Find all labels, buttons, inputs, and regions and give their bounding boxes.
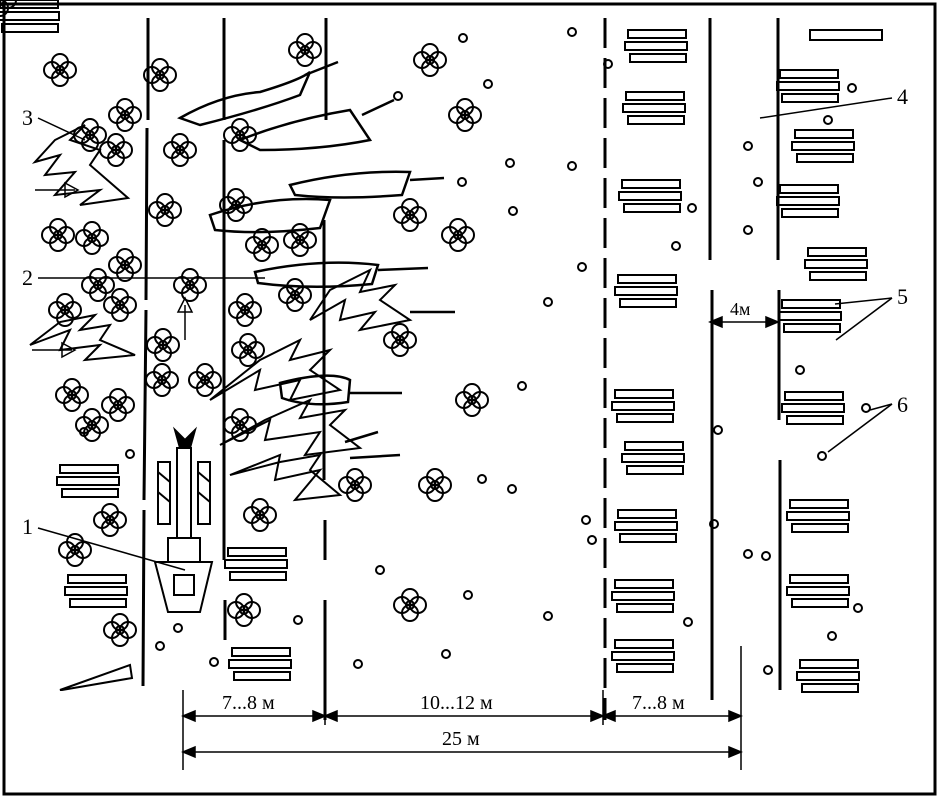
callout-2: 2 — [22, 265, 33, 290]
callout-5: 5 — [897, 284, 908, 309]
callout-leaders — [32, 97, 893, 571]
dim-gap: 4м — [730, 299, 750, 319]
callout-4: 4 — [897, 84, 908, 109]
stumps — [79, 27, 871, 675]
forest-crowns — [0, 0, 489, 647]
dim-right-strip: 7...8 м — [632, 692, 685, 714]
dim-total: 25 м — [442, 728, 480, 750]
dimension-lines — [181, 315, 780, 770]
dim-left-strip: 7...8 м — [222, 692, 275, 714]
felled-trees — [177, 60, 455, 460]
callout-3: 3 — [22, 105, 33, 130]
callout-6: 6 — [897, 392, 908, 417]
dim-middle-strip: 10...12 м — [420, 692, 493, 714]
conifers — [29, 124, 413, 502]
callout-1: 1 — [22, 514, 33, 539]
harvester-machine — [153, 426, 214, 613]
log-piles — [0, 0, 883, 693]
